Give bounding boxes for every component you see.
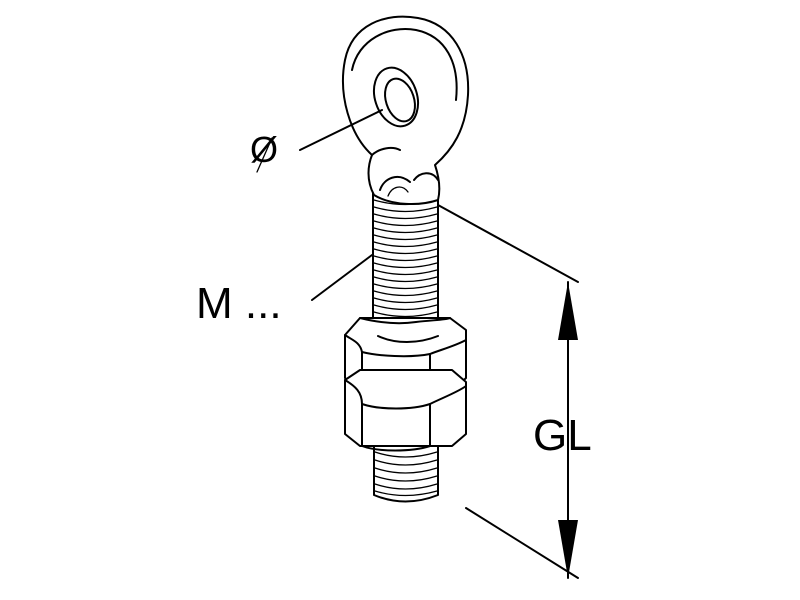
thread-line (373, 262, 438, 269)
thread-line (373, 297, 438, 304)
thread-line (373, 269, 438, 276)
thread-line (373, 220, 438, 227)
thread-line (373, 311, 438, 318)
arrow-down-icon (558, 520, 578, 578)
length-dimension (558, 281, 578, 579)
thread-label: M ... (196, 279, 282, 328)
thread-line (373, 255, 438, 262)
thread-line (373, 283, 438, 290)
length-label: GL (533, 411, 592, 460)
thread-line (373, 234, 438, 241)
diameter-label: Ø (250, 129, 278, 170)
thread-line (373, 248, 438, 255)
thread-line (373, 276, 438, 283)
eye-head (342, 15, 470, 206)
diameter-leader (299, 109, 383, 151)
lower-thread-stub (373, 439, 439, 503)
extension-line-top (437, 204, 579, 283)
thread-line (373, 290, 438, 297)
thread-line (373, 213, 438, 220)
thread-leader (311, 254, 373, 301)
thread-line (373, 304, 438, 311)
thread-line (373, 227, 438, 234)
lower-hex-nut (344, 369, 467, 452)
thread-line (373, 206, 438, 213)
eye-hole (372, 66, 420, 128)
thread-line (373, 241, 438, 248)
extension-line-bottom (465, 507, 579, 579)
diameter-slash (256, 137, 273, 173)
arrow-up-icon (558, 282, 578, 340)
